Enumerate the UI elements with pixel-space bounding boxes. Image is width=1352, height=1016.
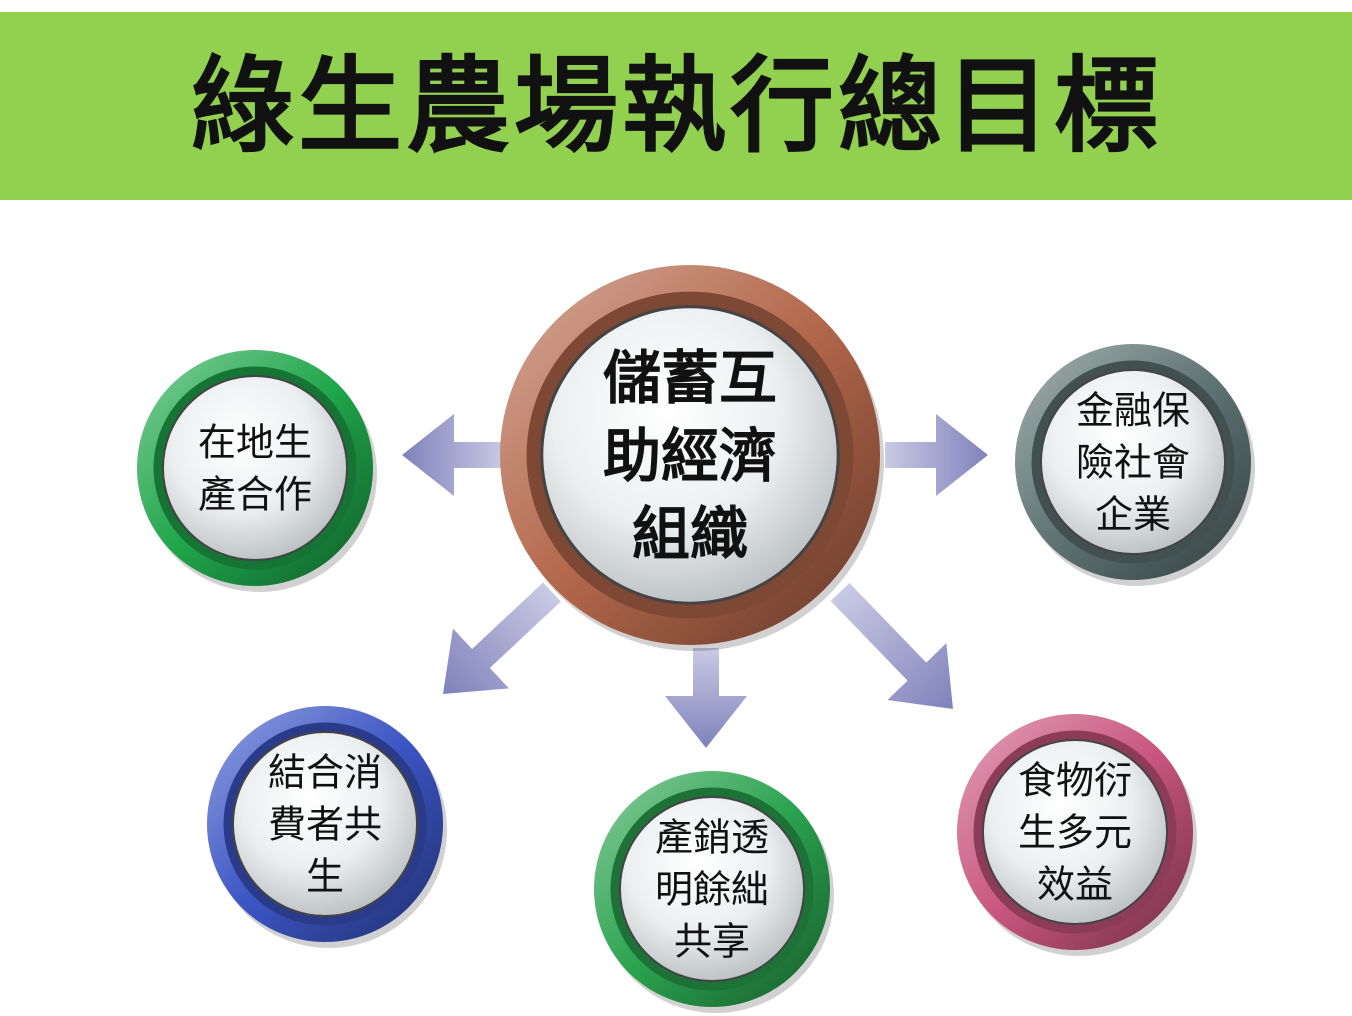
node-face	[231, 730, 419, 918]
node-transparent-label-line: 明餘絀	[655, 868, 769, 912]
node-consumer-label-line: 費者共	[268, 803, 382, 847]
node-food-label-line: 食物衍	[1018, 759, 1132, 803]
node-food-label-line: 效益	[1037, 863, 1113, 907]
arrow-5	[830, 582, 953, 710]
node-finance-label-line: 企業	[1095, 493, 1171, 537]
node-food-label-line: 生多元	[1018, 811, 1132, 855]
arrow-3	[442, 582, 561, 694]
arrow-group	[402, 414, 988, 748]
node-finance-label-line: 險社會	[1076, 441, 1190, 485]
title-banner: 綠生農場執行總目標	[0, 12, 1352, 200]
node-local-label-line: 產合作	[198, 473, 312, 517]
node-face	[1039, 368, 1227, 556]
node-local-label-line: 在地生	[198, 421, 312, 465]
node-face	[540, 305, 840, 605]
center-label-line: 助經濟	[603, 422, 777, 490]
arrow-2	[885, 414, 988, 496]
node-face	[981, 738, 1169, 926]
center-label-line: 組織	[632, 500, 748, 568]
node-consumer-label-line: 結合消	[268, 751, 382, 795]
node-transparent-label-line: 共享	[674, 920, 750, 964]
arrow-4	[665, 648, 747, 748]
node-face	[618, 795, 806, 983]
node-group: 儲蓄互助經濟組織在地生產合作金融保險社會企業結合消費者共生產銷透明餘絀共享食物衍…	[137, 265, 1255, 1013]
node-transparent-label-line: 產銷透	[655, 816, 769, 860]
page-title: 綠生農場執行總目標	[189, 45, 1162, 167]
node-finance-label-line: 金融保	[1076, 389, 1190, 433]
node-consumer-label-line: 生	[306, 855, 344, 899]
center-label-line: 儲蓄互	[603, 344, 777, 412]
arrow-1	[402, 414, 505, 496]
node-face	[161, 374, 349, 562]
